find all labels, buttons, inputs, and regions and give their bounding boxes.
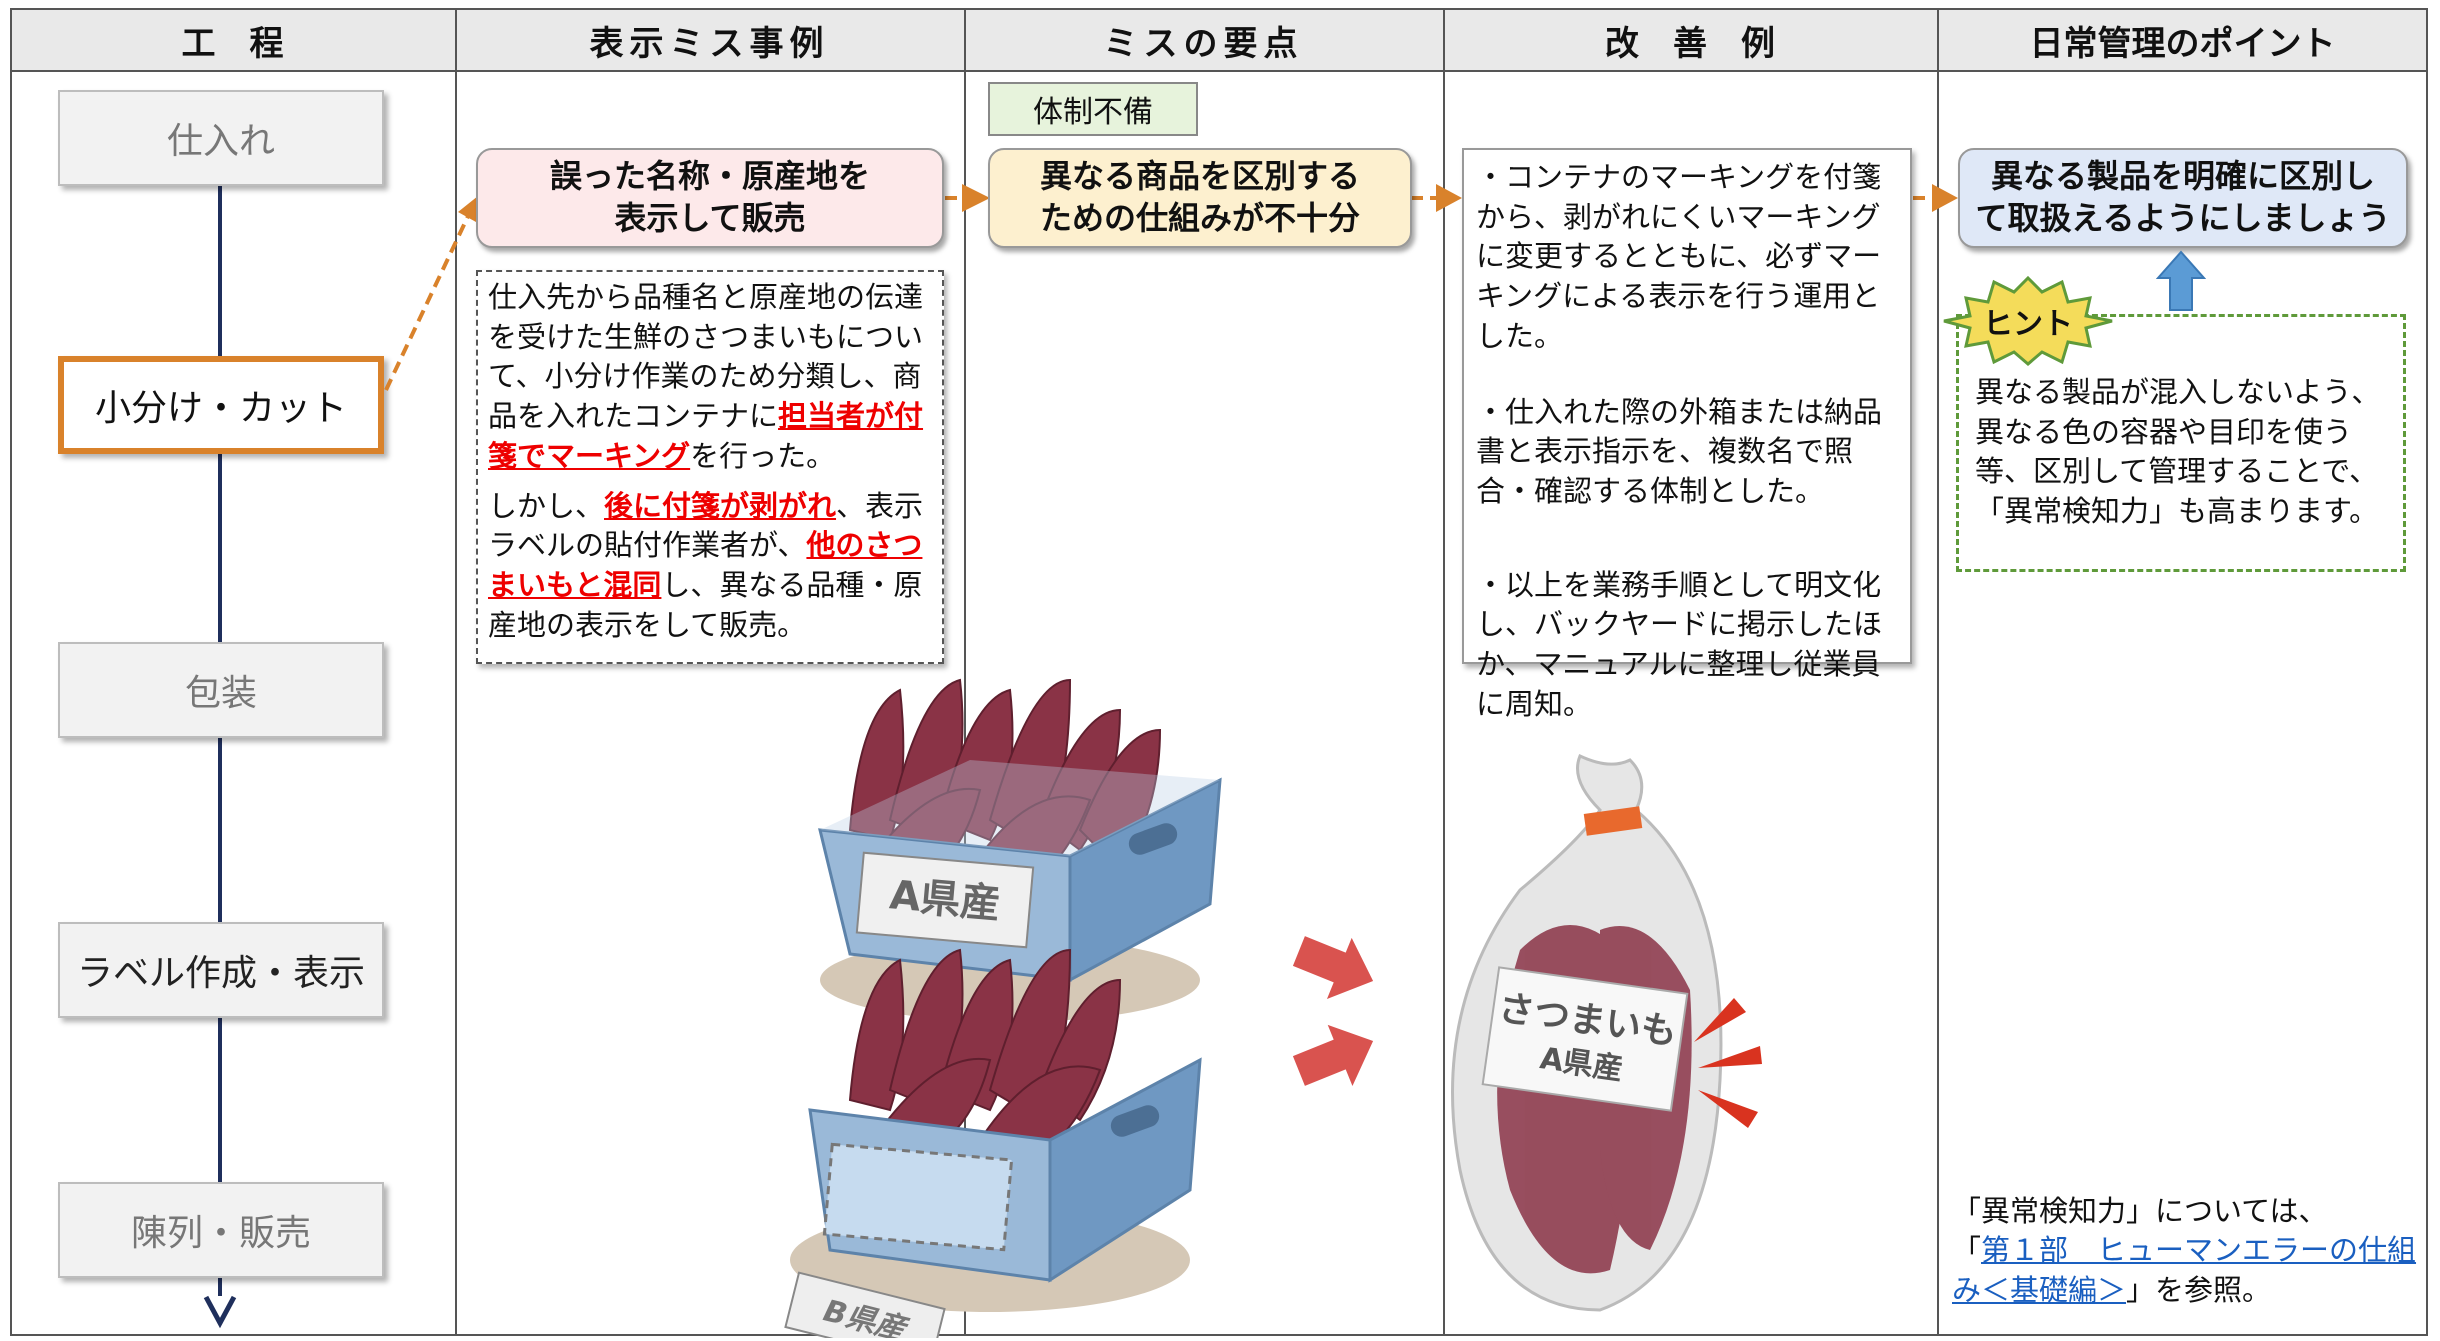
point-title-line2: ための仕組みが不十分 [1039, 199, 1360, 237]
process-step-packaging: 包装 [58, 642, 384, 738]
reference-line-1: 「異常検知力」については、 [1952, 1194, 2328, 1228]
improvement-item-3: ・以上を業務手順として明文化し、バックヤードに掲示したほか、マニュアルに整理し従… [1476, 567, 1883, 721]
case-error-highlight: 後に付箋が剥がれ [604, 488, 837, 523]
header-process: 工 程 [181, 23, 284, 64]
up-arrow-icon [2156, 250, 2206, 311]
case-text: し、異なる品種・原産地の表示をして販売。 [488, 568, 923, 642]
hint-box: 異なる製品が混入しないよう、異なる色の容器や目印を使う等、区別して管理することで… [1956, 314, 2406, 572]
issue-tag: 体制不備 [988, 82, 1198, 136]
daily-title: 異なる製品を明確に区別して取扱えるようにしましょう [1958, 148, 2408, 248]
case-title: 誤った名称・原産地を表示して販売 [476, 148, 944, 248]
sweet-potato-bag-illustration: さつまいも A県産 [1451, 753, 1723, 1312]
hint-star-icon [1943, 276, 2113, 366]
process-flow-line [218, 186, 222, 1296]
header-daily: 日常管理のポイント [2029, 23, 2336, 64]
case-text: しかし、 [488, 488, 605, 523]
process-step-portioning: 小分け・カット [58, 356, 384, 454]
container-a-label: A県産 [888, 872, 1003, 927]
process-step-display-sale: 陳列・販売 [58, 1182, 384, 1278]
header-point: ミスの要点 [1103, 23, 1304, 64]
column-divider [455, 8, 457, 1336]
daily-title-line2: て取扱えるようにしましょう [1975, 199, 2391, 237]
column-divider [1443, 8, 1445, 1336]
case-title-line1: 誤った名称・原産地を [549, 157, 870, 196]
column-divider [1937, 8, 1939, 1336]
reference-suffix: 」を参照。 [2126, 1272, 2272, 1307]
daily-title-line1: 異なる製品を明確に区別し [1990, 157, 2375, 196]
down-arrow-icon [203, 1295, 237, 1329]
case-text: 、表示ラベルの貼付作業者が、 [488, 488, 924, 563]
alert-burst-icon [1694, 998, 1762, 1128]
hint-label: ヒント [1983, 307, 2073, 342]
reference-link[interactable]: 第１部 ヒューマンエラーの仕組み＜基礎編＞ [1952, 1233, 2417, 1307]
point-title-line1: 異なる商品を区別する [1039, 157, 1360, 196]
header-improve: 改 善 例 [1605, 23, 1775, 64]
improvement-item-1: ・コンテナのマーキングを付箋から、剥がれにくいマーキングに変更するとともに、必ず… [1476, 160, 1882, 353]
column-divider [964, 8, 966, 1336]
mixing-arrows-icon [1292, 936, 1374, 1087]
reference-line-2: 「第１部 ヒューマンエラーの仕組み＜基礎編＞」を参照。 [1952, 1231, 2422, 1310]
case-error-highlight: 担当者が付箋でマーキング [488, 399, 924, 473]
sweet-potato-containers-illustration: A県産 B県産 [784, 678, 1222, 1338]
reference-bracket: 「 [1952, 1233, 1982, 1268]
process-step-purchase: 仕入れ [58, 90, 384, 186]
header-case: 表示ミス事例 [589, 23, 830, 64]
case-paragraph-1: 仕入先から品種名と原産地の伝達を受けた生鮮のさつまいもについて、小分け作業のため… [488, 278, 936, 477]
point-title: 異なる商品を区別するための仕組みが不十分 [988, 148, 1412, 248]
header-row [10, 8, 2428, 72]
process-step-labeling: ラベル作成・表示 [58, 922, 384, 1018]
case-paragraph-2: しかし、後に付箋が剥がれ、表示ラベルの貼付作業者が、他のさつまいもと混同し、異な… [488, 487, 936, 646]
case-text: を行った。 [690, 438, 836, 473]
improvement-item-2: ・仕入れた際の外箱または納品書と表示指示を、複数名で照合・確認する体制とした。 [1476, 394, 1883, 509]
case-text: 仕入先から品種名と原産地の伝達を受けた生鮮のさつまいもについて、小分け作業のため… [488, 280, 924, 434]
case-title-line2: 表示して販売 [614, 199, 806, 237]
case-error-highlight: 他のさつまいもと混同 [488, 528, 923, 603]
reference-note: 「異常検知力」については、 「第１部 ヒューマンエラーの仕組み＜基礎編＞」を参照… [1952, 1192, 2422, 1310]
case-description: 仕入先から品種名と原産地の伝達を受けた生鮮のさつまいもについて、小分け作業のため… [476, 270, 944, 664]
improvement-box: ・コンテナのマーキングを付箋から、剥がれにくいマーキングに変更するとともに、必ず… [1462, 148, 1912, 721]
